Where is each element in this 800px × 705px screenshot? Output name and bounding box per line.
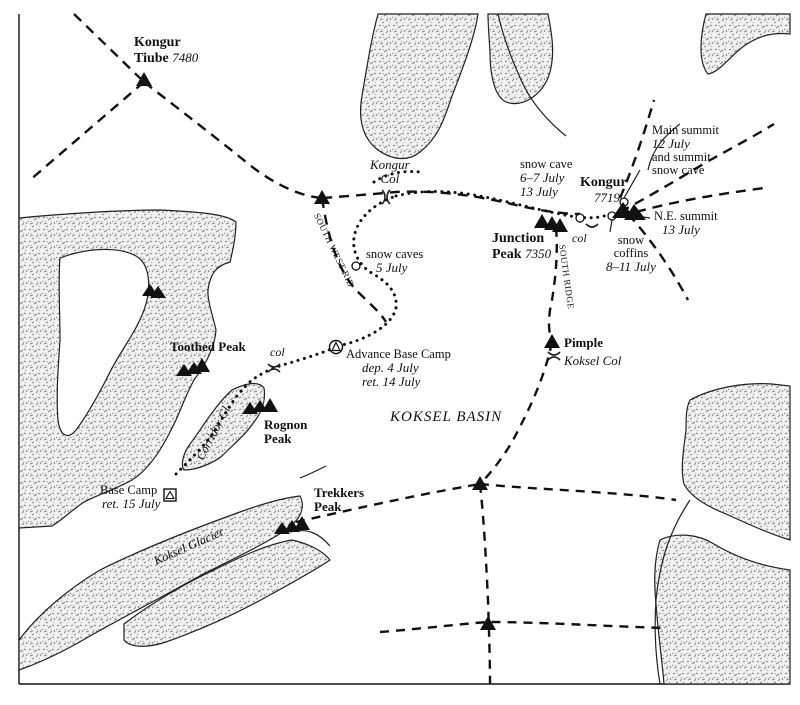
- climbing-route: [174, 170, 612, 476]
- label-line: 12 July: [652, 136, 690, 152]
- peak-name: Peak: [264, 430, 292, 446]
- glacier-areas: [18, 13, 791, 685]
- label-line: 5 July: [376, 260, 408, 276]
- peak-height: 7350: [525, 245, 552, 261]
- glacier-trekkers-south: [123, 539, 331, 647]
- col-west-label: col: [270, 345, 285, 359]
- peak-label-kongur-tiube: Kongur Tiube 7480: [134, 35, 199, 66]
- label-line: ret. 15 July: [102, 496, 161, 512]
- ridge-pimple-koksel: [479, 341, 554, 485]
- kongur-col-label: Kongur Col: [370, 158, 410, 185]
- label-line: Base Camp: [100, 483, 158, 497]
- base-camp-marker: [163, 488, 177, 502]
- peak-name: Junction: [492, 231, 545, 246]
- label-line: 13 July: [662, 222, 700, 238]
- glacier-left-inner-lake: [56, 248, 150, 437]
- peak-name: Rognon: [264, 417, 308, 432]
- label-line: snow cave: [520, 157, 573, 171]
- peak-basin-south: [480, 616, 496, 630]
- ridge-tiube-col: [143, 81, 323, 200]
- peak-name: Peak: [314, 498, 342, 514]
- ne-summit-label: N.E. summit 13 July: [654, 209, 718, 238]
- ridge-tiube-sw: [29, 81, 145, 181]
- ridge-koksel-basin-n: [478, 483, 492, 685]
- peak-name: Trekkers: [314, 485, 365, 500]
- label-line: Main summit: [652, 123, 720, 137]
- peak-label-junction: Junction Peak 7350: [492, 231, 552, 262]
- label-line: 8–11 July: [606, 259, 656, 275]
- peak-pimple: [544, 334, 560, 348]
- label-line: 13 July: [520, 183, 558, 199]
- ridge-bottom: [379, 620, 665, 634]
- ridge-basin-east: [479, 482, 677, 502]
- abc-marker: [328, 339, 344, 355]
- label-line: and summit: [652, 149, 711, 164]
- glacier-kongur-col: [359, 13, 479, 160]
- glacier-top-center: [487, 13, 554, 105]
- route-base-to-abc: [174, 344, 340, 476]
- peak-label-toothed: Toothed Peak: [170, 339, 246, 354]
- label-line: dep. 4 July: [362, 360, 419, 376]
- label-line: snow cave: [652, 162, 705, 177]
- col-east-label: col: [572, 231, 587, 245]
- label-line: snow caves: [366, 247, 424, 261]
- label-line: ret. 14 July: [362, 373, 421, 389]
- snow-caves-marker: [351, 261, 361, 271]
- ridge-col-kongur: [321, 190, 581, 216]
- label-line: snow: [617, 233, 645, 247]
- peak-label-trekkers: Trekkers Peak: [314, 486, 364, 513]
- koksel-col-label: Koksel Col: [564, 353, 622, 368]
- snow-cave-label: snow cave 6–7 July 13 July: [520, 157, 573, 199]
- snow-caves-label: snow caves 5 July: [366, 247, 424, 276]
- main-summit-label: Main summit 12 July and summit snow cave: [652, 123, 720, 177]
- peak-height: 7480: [172, 49, 199, 65]
- peak-label-rognon: Rognon Peak: [264, 418, 307, 445]
- ridge-trekkers: [295, 482, 481, 524]
- ridge-kongur-ne1: [619, 122, 775, 214]
- peak-label-kongur: Kongur 7719: [580, 175, 627, 205]
- col-markers: [267, 189, 599, 373]
- glacier-koksel: [18, 495, 303, 671]
- label-line: Col: [380, 170, 400, 186]
- ridge-kongur-n: [618, 99, 656, 199]
- label-line: N.E. summit: [654, 209, 718, 223]
- glacier-right-lower: [654, 534, 791, 685]
- label-line: Advance Base Camp: [346, 347, 451, 361]
- dashed-ridges: [29, 13, 775, 685]
- koksel-basin-label: KOKSEL BASIN: [390, 409, 503, 425]
- peak-name: Peak: [492, 246, 522, 262]
- label-line: coffins: [613, 246, 649, 261]
- snow-cave-marker: [575, 213, 585, 223]
- label-line: 6–7 July: [520, 170, 565, 186]
- peak-label-pimple: Pimple: [564, 335, 603, 350]
- glacier-top-right: [700, 13, 791, 75]
- peak-kongur-tiube: [136, 72, 152, 86]
- ridge-kongur-se: [627, 213, 690, 301]
- peak-name: Kongur: [580, 175, 627, 190]
- ridge-south-ridge: [547, 227, 558, 343]
- peak-name: Tiube: [134, 50, 169, 66]
- label-line: Kongur: [370, 157, 410, 172]
- glacier-corridor: [181, 382, 266, 471]
- advance-base-camp-label: Advance Base Camp dep. 4 July ret. 14 Ju…: [346, 347, 451, 389]
- peak-basin-east: [472, 476, 488, 490]
- base-camp-label: Base Camp ret. 15 July: [100, 483, 161, 512]
- glacier-right-upper: [681, 383, 791, 541]
- snow-coffins-label: snow coffins 8–11 July: [606, 233, 656, 275]
- peak-kongur-col: [314, 190, 330, 204]
- peak-triangles: [136, 72, 646, 630]
- route-abc-to-rib: [336, 194, 398, 348]
- peak-name: Kongur: [134, 35, 181, 50]
- peak-height: 7719: [594, 189, 620, 205]
